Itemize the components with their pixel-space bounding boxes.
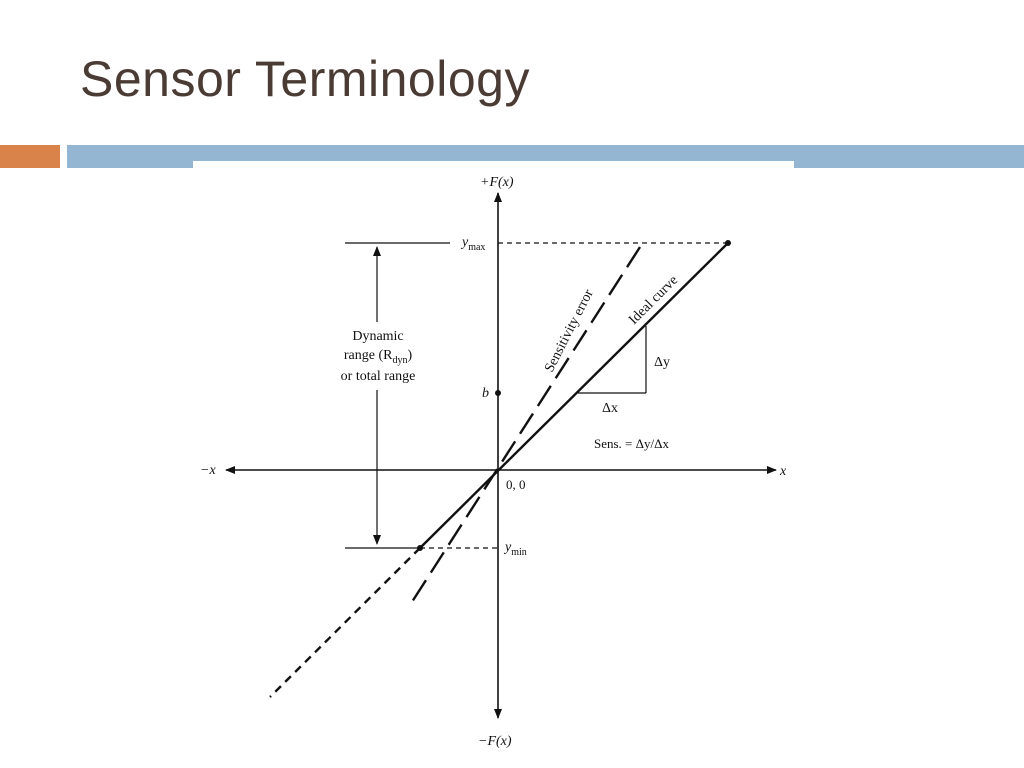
sensitivity-error-label: Sensitivity error — [542, 287, 597, 375]
ymin-point — [417, 545, 423, 551]
ideal-curve-extension — [269, 547, 421, 698]
sensitivity-formula: Sens. = Δy/Δx — [594, 436, 669, 451]
dynamic-range-line1: Dynamic — [352, 329, 403, 344]
intercept-point — [495, 390, 501, 396]
origin-label: 0, 0 — [506, 477, 526, 492]
ymax-point — [725, 240, 731, 246]
ideal-curve-line — [419, 242, 729, 549]
ymax-label: ymax — [460, 235, 485, 253]
ideal-curve-label: Ideal curve — [626, 273, 681, 328]
dynamic-range-line3: or total range — [341, 369, 416, 384]
delta-y-label: Δy — [654, 355, 670, 370]
x-axis-positive-label: x — [779, 464, 787, 479]
page-title: Sensor Terminology — [80, 51, 530, 107]
intercept-label: b — [482, 386, 489, 401]
y-axis-positive-label: +F(x) — [480, 175, 514, 190]
ymin-label: ymin — [503, 540, 527, 558]
accent-bar — [0, 145, 60, 168]
dynamic-range-line2: range (Rdyn) — [344, 348, 413, 366]
y-axis-negative-label: −F(x) — [478, 734, 512, 749]
x-axis-negative-label: −x — [200, 463, 216, 478]
delta-x-label: Δx — [602, 401, 618, 416]
sensitivity-error-line — [408, 246, 642, 606]
figure-panel — [193, 161, 794, 768]
